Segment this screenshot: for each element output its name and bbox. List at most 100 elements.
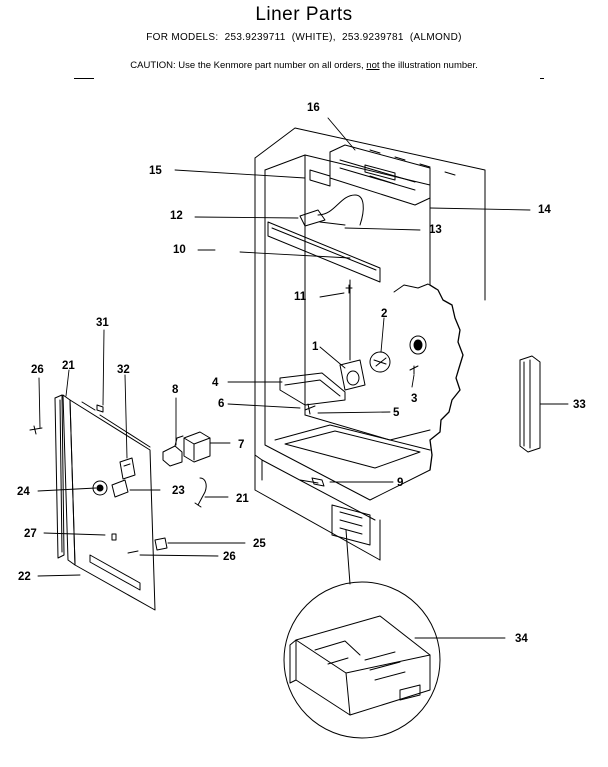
callout-4: 4 bbox=[212, 377, 219, 389]
gasket-strip-left-inner bbox=[59, 399, 63, 553]
trim-strip-edges bbox=[523, 359, 531, 449]
control-box-connector bbox=[399, 684, 421, 701]
fan-motor-hub bbox=[96, 484, 104, 492]
model-color-2: (ALMOND) bbox=[409, 32, 462, 43]
thermostat-capillary bbox=[317, 194, 364, 226]
callout-1: 1 bbox=[312, 341, 319, 353]
top-vent-marks bbox=[369, 149, 456, 176]
models-line: FOR MODELS: 253.9239711 (WHITE), 253.923… bbox=[0, 32, 608, 43]
air-duct-ribs bbox=[339, 159, 416, 191]
control-box-34 bbox=[295, 615, 431, 716]
callout-9: 9 bbox=[397, 477, 403, 489]
callout-14: 14 bbox=[538, 204, 551, 216]
callout-21-left: 21 bbox=[62, 360, 75, 372]
callout-25: 25 bbox=[253, 538, 266, 550]
callout-26-bottom: 26 bbox=[223, 551, 236, 563]
callout-15: 15 bbox=[149, 165, 162, 177]
callout-33: 33 bbox=[573, 399, 586, 411]
thermostat-clip bbox=[299, 209, 326, 227]
socket-body-7 bbox=[183, 431, 211, 463]
damper-32 bbox=[119, 457, 136, 480]
screw-6 bbox=[304, 403, 316, 415]
callout-5: 5 bbox=[393, 407, 400, 419]
control-box-components bbox=[314, 640, 406, 681]
control-mount-flange bbox=[284, 379, 341, 397]
callout-8: 8 bbox=[172, 384, 179, 396]
harness-clip-21 bbox=[197, 477, 207, 506]
callout-27: 27 bbox=[24, 528, 37, 540]
control-block bbox=[339, 359, 366, 391]
caution-text-a: CAUTION: Use the Kenmore part number on … bbox=[130, 60, 364, 71]
liner-inner-top bbox=[264, 154, 431, 286]
callout-32: 32 bbox=[117, 364, 130, 376]
caution-text-not: not bbox=[366, 60, 380, 71]
side-wall-hole-center bbox=[413, 339, 423, 351]
side-wall-hole bbox=[409, 335, 427, 355]
caution-rule-left bbox=[74, 78, 94, 79]
caution-rule-right bbox=[540, 78, 544, 79]
trim-strip-33 bbox=[519, 355, 541, 453]
screw-26-bottom bbox=[127, 550, 139, 554]
evaporator-cover-assembly bbox=[29, 394, 168, 611]
control-box-edges bbox=[295, 639, 431, 716]
leader-lines bbox=[37, 117, 569, 639]
evaporator-cover-slot bbox=[89, 554, 141, 591]
harness-clip-tip bbox=[194, 502, 202, 508]
control-mount-bracket bbox=[279, 372, 346, 406]
callout-24: 24 bbox=[17, 486, 30, 498]
model-number-2: 253.9239781 bbox=[342, 32, 404, 43]
cabinet-liner bbox=[254, 127, 486, 561]
switch-body-8 bbox=[162, 445, 183, 467]
callout-21-middle: 21 bbox=[236, 493, 249, 505]
control-knob bbox=[369, 351, 391, 373]
screw-3 bbox=[409, 365, 419, 375]
callout-labels: 16 15 14 12 13 10 11 1 2 3 4 6 5 7 8 9 2… bbox=[17, 102, 586, 645]
liner-floor-inset bbox=[274, 424, 431, 451]
liner-floor-back bbox=[304, 414, 431, 441]
control-bracket bbox=[309, 169, 331, 187]
callout-10: 10 bbox=[173, 244, 186, 256]
callout-16: 16 bbox=[307, 102, 320, 114]
callout-31: 31 bbox=[96, 317, 109, 329]
clip-31 bbox=[96, 404, 104, 413]
caution-note: CAUTION: Use the Kenmore part number on … bbox=[0, 60, 608, 71]
callout-12: 12 bbox=[170, 210, 183, 222]
callout-2: 2 bbox=[381, 308, 387, 320]
front-mullion-inner bbox=[271, 227, 377, 271]
callout-26-left: 26 bbox=[31, 364, 44, 376]
grille-23 bbox=[111, 479, 129, 498]
liner-floor-tray bbox=[284, 430, 421, 469]
caution-text-b: the illustration number. bbox=[382, 60, 478, 71]
callout-22: 22 bbox=[18, 571, 31, 583]
evaporator-cover-edge bbox=[62, 394, 76, 566]
liner-floor-step bbox=[254, 454, 376, 521]
air-duct-panel bbox=[329, 144, 431, 206]
detail-leader-line bbox=[345, 529, 351, 585]
gasket-strip-left bbox=[54, 394, 65, 559]
detail-magnifier bbox=[283, 529, 441, 739]
bottom-compartment bbox=[331, 504, 371, 546]
callout-23: 23 bbox=[172, 485, 185, 497]
trim-strip-body bbox=[519, 355, 541, 453]
page-title: Liner Parts bbox=[255, 4, 353, 25]
evaporator-cover-top-lip bbox=[81, 401, 151, 448]
control-knob-marks bbox=[373, 357, 387, 367]
socket-body-7-edges bbox=[183, 437, 211, 461]
clip-27 bbox=[111, 533, 117, 541]
bracket-25 bbox=[154, 537, 168, 551]
cutaway-torn-edge bbox=[429, 284, 464, 471]
models-prefix: FOR MODELS: bbox=[146, 32, 219, 43]
evaporator-cover-panel bbox=[69, 399, 156, 611]
front-mullion bbox=[267, 221, 381, 283]
callout-34: 34 bbox=[515, 633, 528, 645]
cutaway-top-edge bbox=[393, 283, 437, 293]
callout-7: 7 bbox=[238, 439, 244, 451]
liner-inner-front bbox=[264, 169, 431, 501]
control-shaft bbox=[346, 370, 360, 386]
control-box-flange bbox=[289, 639, 297, 684]
cabinet-top-edges bbox=[254, 127, 486, 301]
model-number-1: 253.9239711 bbox=[224, 32, 286, 43]
light-switch-assembly bbox=[162, 431, 211, 467]
air-duct-slot bbox=[364, 164, 396, 185]
